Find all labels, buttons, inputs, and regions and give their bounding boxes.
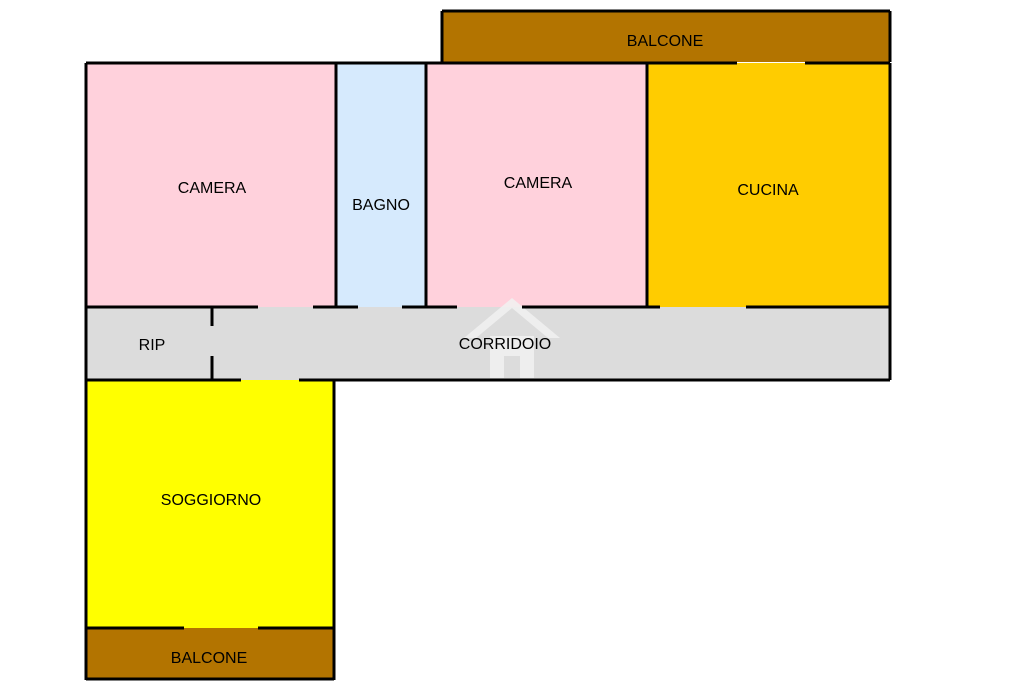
room-camera-left [86, 63, 336, 307]
label-camera-left: CAMERA [178, 180, 247, 197]
label-cucina: CUCINA [737, 182, 799, 199]
room-cucina [647, 63, 890, 307]
house-watermark-icon [464, 298, 560, 378]
room-bagno [336, 63, 426, 307]
room-balcone-bottom [86, 628, 334, 679]
label-camera-right: CAMERA [504, 175, 573, 192]
label-balcone-bottom: BALCONE [171, 650, 247, 667]
label-bagno: BAGNO [352, 197, 410, 214]
label-corridoio: CORRIDOIO [459, 336, 551, 353]
label-balcone-top: BALCONE [627, 33, 703, 50]
room-camera-right [426, 63, 647, 307]
room-soggiorno [86, 380, 334, 628]
label-soggiorno: SOGGIORNO [161, 492, 261, 509]
label-rip: RIP [139, 337, 166, 354]
walls [84, 9, 892, 681]
room-balcone-top [442, 11, 890, 62]
